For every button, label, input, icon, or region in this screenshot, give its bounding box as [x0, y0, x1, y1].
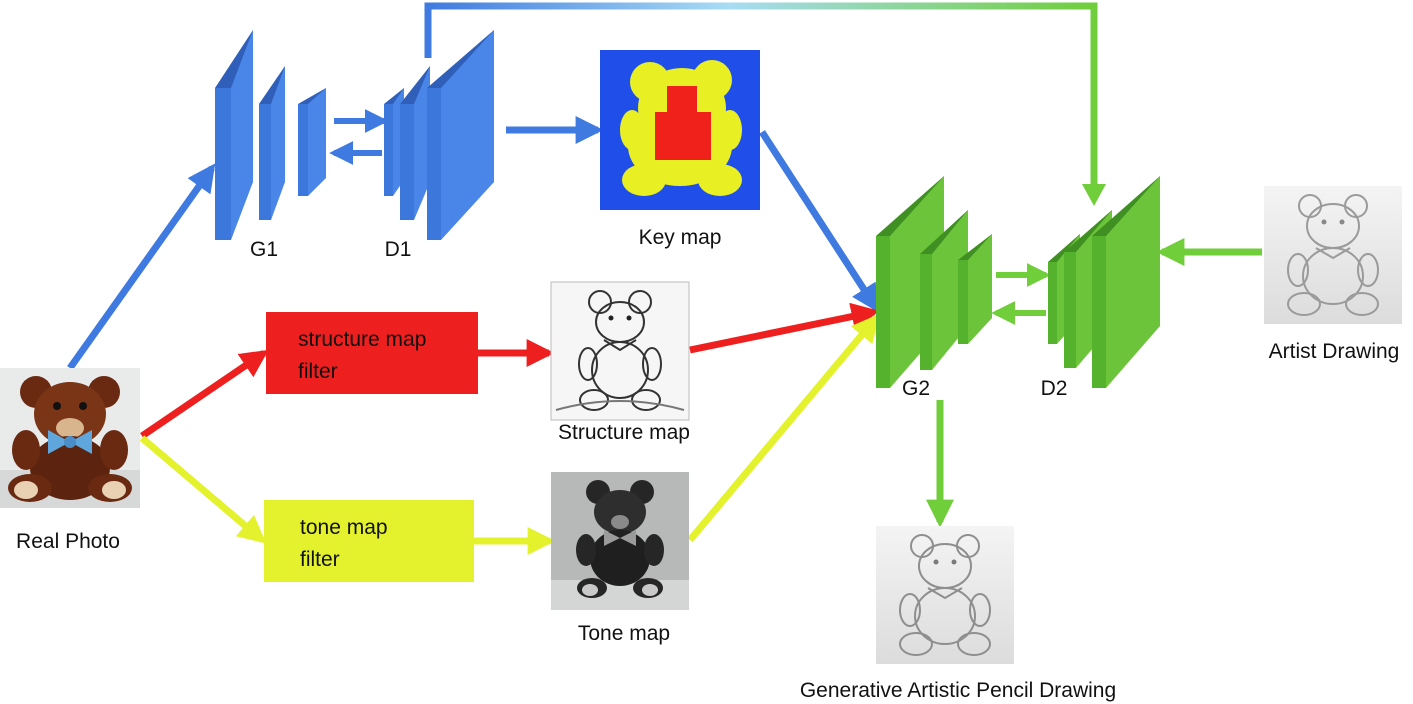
d2-network: [1048, 176, 1160, 388]
artist-drawing-image: [1264, 186, 1402, 324]
arrow-keymap-to-g2: [759, 130, 880, 313]
generated-drawing-label: Generative Artistic Pencil Drawing: [800, 679, 1116, 702]
arrow-d1-to-d2-head: [1082, 184, 1106, 206]
g2-label: G2: [902, 377, 930, 400]
structure-map-label: Structure map: [558, 421, 690, 444]
generated-drawing-image: [876, 526, 1014, 664]
g2-network: [876, 176, 992, 388]
key-map-image: [600, 50, 760, 210]
tone-map-image: [551, 472, 689, 610]
real-photo-image: [0, 368, 140, 508]
key-map-label: Key map: [639, 226, 722, 249]
tone-filter-label-1: tone map: [300, 516, 388, 539]
tone-filter-label-2: filter: [300, 548, 340, 571]
tone-filter-box: tone map filter: [264, 500, 474, 582]
artist-drawing-label: Artist Drawing: [1269, 340, 1400, 363]
arrow-d1-to-d2-top: [424, 2, 1098, 196]
g1-label: G1: [250, 238, 278, 261]
arrows: [67, 2, 1262, 555]
g1-network: [215, 30, 326, 240]
real-photo-label: Real Photo: [16, 530, 120, 553]
structure-filter-label-2: filter: [298, 360, 338, 383]
tone-map-label: Tone map: [578, 622, 670, 645]
arrow-tone-map-to-g2: [687, 313, 880, 543]
d2-label: D2: [1041, 377, 1068, 400]
structure-map-image: [550, 281, 690, 421]
structure-filter-label-1: structure map: [298, 328, 426, 351]
d1-label: D1: [385, 238, 412, 261]
arrow-structure-map-to-g2: [689, 302, 880, 354]
arrow-photo-to-tone-filter: [139, 435, 267, 544]
d1-network: [384, 30, 494, 240]
arrow-photo-to-g1: [67, 163, 216, 371]
arrow-photo-to-structure-filter: [140, 349, 269, 439]
structure-filter-box: structure map filter: [266, 312, 478, 394]
